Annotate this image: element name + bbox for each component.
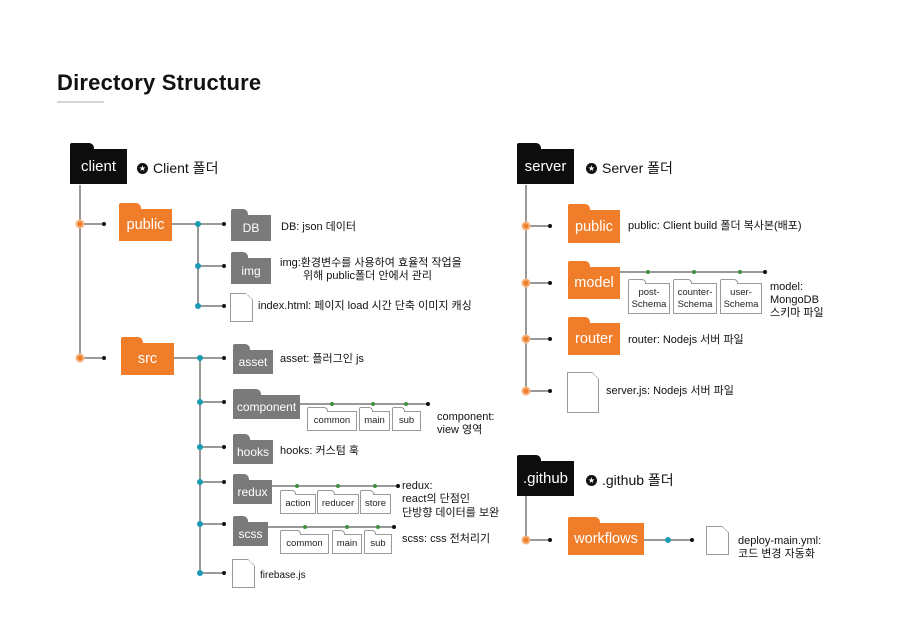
client-public-folder-label: public [126, 217, 165, 233]
component-description-line2: view 영역 [437, 424, 483, 436]
post-schema-subfolder[interactable]: post-Schema [628, 279, 670, 314]
redux-reducer-subfolder[interactable]: reducer [317, 490, 359, 514]
redux-action-subfolder[interactable]: action [280, 490, 316, 514]
component-sub-subfolder[interactable]: sub [392, 407, 421, 431]
post-schema-line1: post- [638, 286, 660, 298]
star-icon: ★ [137, 162, 148, 174]
router-description: router: Nodejs 서버 파일 [628, 334, 744, 346]
post-schema-line2: Schema [631, 298, 667, 310]
server-folder-icon[interactable]: server [517, 143, 574, 184]
component-main-subfolder[interactable]: main [359, 407, 390, 431]
user-schema-line2: Schema [723, 298, 759, 310]
scss-folder-icon[interactable]: scss [233, 516, 268, 546]
asset-description: asset: 플러그인 js [280, 353, 364, 365]
user-schema-subfolder[interactable]: user-Schema [720, 279, 762, 314]
client-heading: ★ Client 폴더 [137, 158, 218, 178]
redux-description-line2: react의 단점인 [402, 493, 470, 505]
component-folder-icon[interactable]: component [233, 389, 300, 419]
client-heading-text: Client 폴더 [153, 160, 219, 176]
github-folder-label: .github [522, 470, 569, 487]
scss-sub-subfolder[interactable]: sub [364, 530, 392, 554]
src-folder-icon[interactable]: src [121, 337, 174, 375]
src-folder-label: src [137, 351, 158, 367]
client-folder-label: client [80, 158, 117, 175]
hooks-description: hooks: 커스텀 훅 [280, 445, 360, 457]
user-schema-line1: user- [730, 286, 752, 298]
server-public-description: public: Client build 폴더 복사본(배포) [628, 220, 802, 232]
server-js-file-icon[interactable] [567, 372, 599, 413]
db-folder-label: DB [242, 221, 260, 235]
component-folder-label: component [236, 400, 297, 414]
asset-folder-icon[interactable]: asset [233, 344, 273, 374]
hooks-folder-icon[interactable]: hooks [233, 434, 273, 464]
github-folder-icon[interactable]: .github [517, 455, 574, 496]
scss-common-subfolder[interactable]: common [280, 530, 329, 554]
scss-folder-label: scss [238, 527, 263, 541]
model-folder-icon[interactable]: model [568, 261, 620, 299]
title-underline [57, 101, 104, 103]
redux-store-subfolder[interactable]: store [360, 490, 391, 514]
model-description-line3: 스키마 파일 [770, 307, 824, 319]
counter-schema-line1: counter- [677, 286, 713, 298]
page-title: Directory Structure [57, 70, 262, 95]
img-folder-icon[interactable]: img [231, 252, 271, 284]
firebase-file-label: firebase.js [260, 570, 306, 581]
server-heading-text: Server 폴더 [602, 160, 673, 176]
model-folder-label: model [574, 275, 614, 291]
workflows-folder-label: workflows [574, 531, 638, 547]
router-folder-icon[interactable]: router [568, 317, 620, 355]
model-description-line1: model: [770, 281, 804, 293]
server-public-folder-label: public [575, 218, 613, 235]
asset-folder-label: asset [238, 355, 268, 369]
scss-description: scss: css 전처리기 [402, 533, 491, 545]
server-heading: ★ Server 폴더 [586, 158, 673, 178]
component-common-subfolder[interactable]: common [307, 407, 357, 431]
firebase-file-icon[interactable] [232, 559, 255, 588]
scss-main-subfolder[interactable]: main [332, 530, 362, 554]
img-description-line2: 위해 public폴더 안에서 관리 [303, 270, 432, 282]
client-public-folder-icon[interactable]: public [119, 203, 172, 241]
counter-schema-subfolder[interactable]: counter-Schema [673, 279, 717, 314]
counter-schema-line2: Schema [677, 298, 713, 310]
model-description-line2: MongoDB [770, 294, 819, 306]
redux-folder-label: redux [237, 485, 268, 499]
server-public-folder-icon[interactable]: public [568, 204, 620, 243]
client-folder-icon[interactable]: client [70, 143, 127, 184]
github-heading: ★ .github 폴더 [586, 470, 674, 490]
index-html-file-icon[interactable] [230, 293, 253, 322]
redux-description-line1: redux: [402, 480, 433, 492]
github-heading-text: .github 폴더 [602, 472, 674, 488]
star-icon: ★ [586, 162, 597, 174]
deploy-description-line1: deploy-main.yml: [738, 535, 822, 547]
db-description: DB: json 데이터 [281, 221, 356, 233]
deploy-description-line2: 코드 변경 자동화 [738, 548, 815, 560]
router-folder-label: router [575, 331, 613, 347]
component-description-line1: component: [437, 411, 495, 423]
star-icon: ★ [586, 474, 597, 486]
db-folder-icon[interactable]: DB [231, 209, 271, 241]
deploy-yml-file-icon[interactable] [706, 526, 729, 555]
redux-folder-icon[interactable]: redux [233, 474, 272, 504]
img-folder-label: img [241, 264, 261, 278]
index-html-description: index.html: 페이지 load 시간 단축 이미지 캐싱 [258, 300, 472, 312]
hooks-folder-label: hooks [236, 445, 270, 459]
server-js-description: server.js: Nodejs 서버 파일 [606, 385, 734, 397]
workflows-folder-icon[interactable]: workflows [568, 517, 644, 555]
redux-description-line3: 단방향 데이터를 보완 [402, 507, 500, 519]
server-folder-label: server [524, 158, 567, 175]
img-description-line1: img:환경변수를 사용하여 효율적 작업을 [280, 257, 462, 269]
